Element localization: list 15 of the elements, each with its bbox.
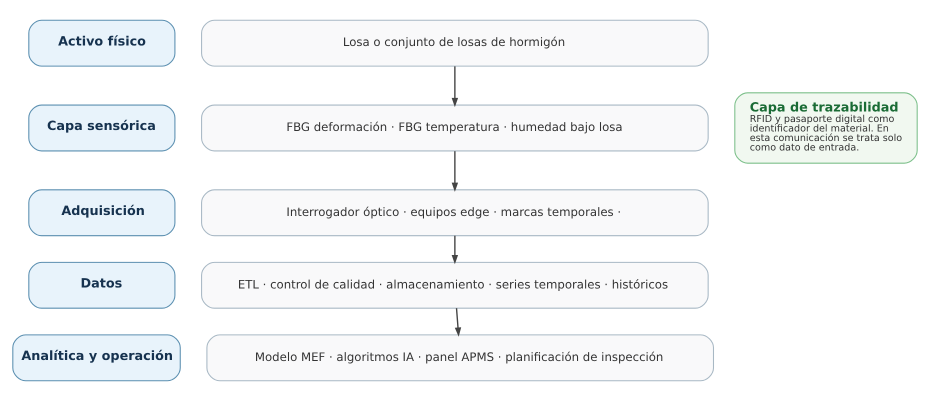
arrow [452,235,458,264]
node-box: Interrogador óptico · equipos edge · marcas temporales · [201,188,709,236]
node-box: Datos [28,261,176,308]
node-box: Capa sensórica [28,104,176,151]
node-box: FBG deformación · FBG temperatura · humedad bajo losa [201,104,709,151]
node-box: ETL · control de calidad · almacenamiento · series temporales · históricos [201,261,709,308]
arrow [452,150,458,192]
node-box: Losa o conjunto de losas de hormigón [201,19,709,66]
node-box: Analítica y operación [12,334,181,381]
node-box: Modelo MEF · algoritmos IA · panel APMS · planificación de inspección [206,334,714,381]
node-box: Capa de trazabilidad RFID y pasaporte digital como identificador del material. En esta comunicación se trata solo como dato de entrada. [734,92,918,164]
arrow [454,308,462,336]
arrow [452,66,458,107]
node-box: Activo físico [28,19,176,66]
node-box: Adquisición [28,188,176,236]
